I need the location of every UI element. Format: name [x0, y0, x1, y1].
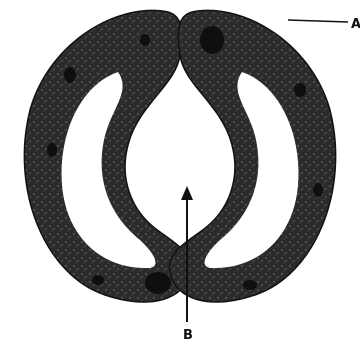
arrowhead-b	[181, 186, 193, 200]
chloroplast	[243, 280, 257, 290]
label-a: A	[351, 18, 360, 31]
pointer-line-a	[288, 20, 348, 22]
chloroplast	[313, 183, 323, 197]
chloroplast	[200, 26, 224, 54]
chloroplast	[140, 34, 150, 46]
chloroplast	[64, 67, 76, 83]
chloroplast	[145, 272, 171, 294]
chloroplast	[294, 83, 306, 97]
label-b: B	[183, 329, 193, 342]
chloroplast	[92, 275, 104, 285]
chloroplast	[47, 143, 57, 157]
